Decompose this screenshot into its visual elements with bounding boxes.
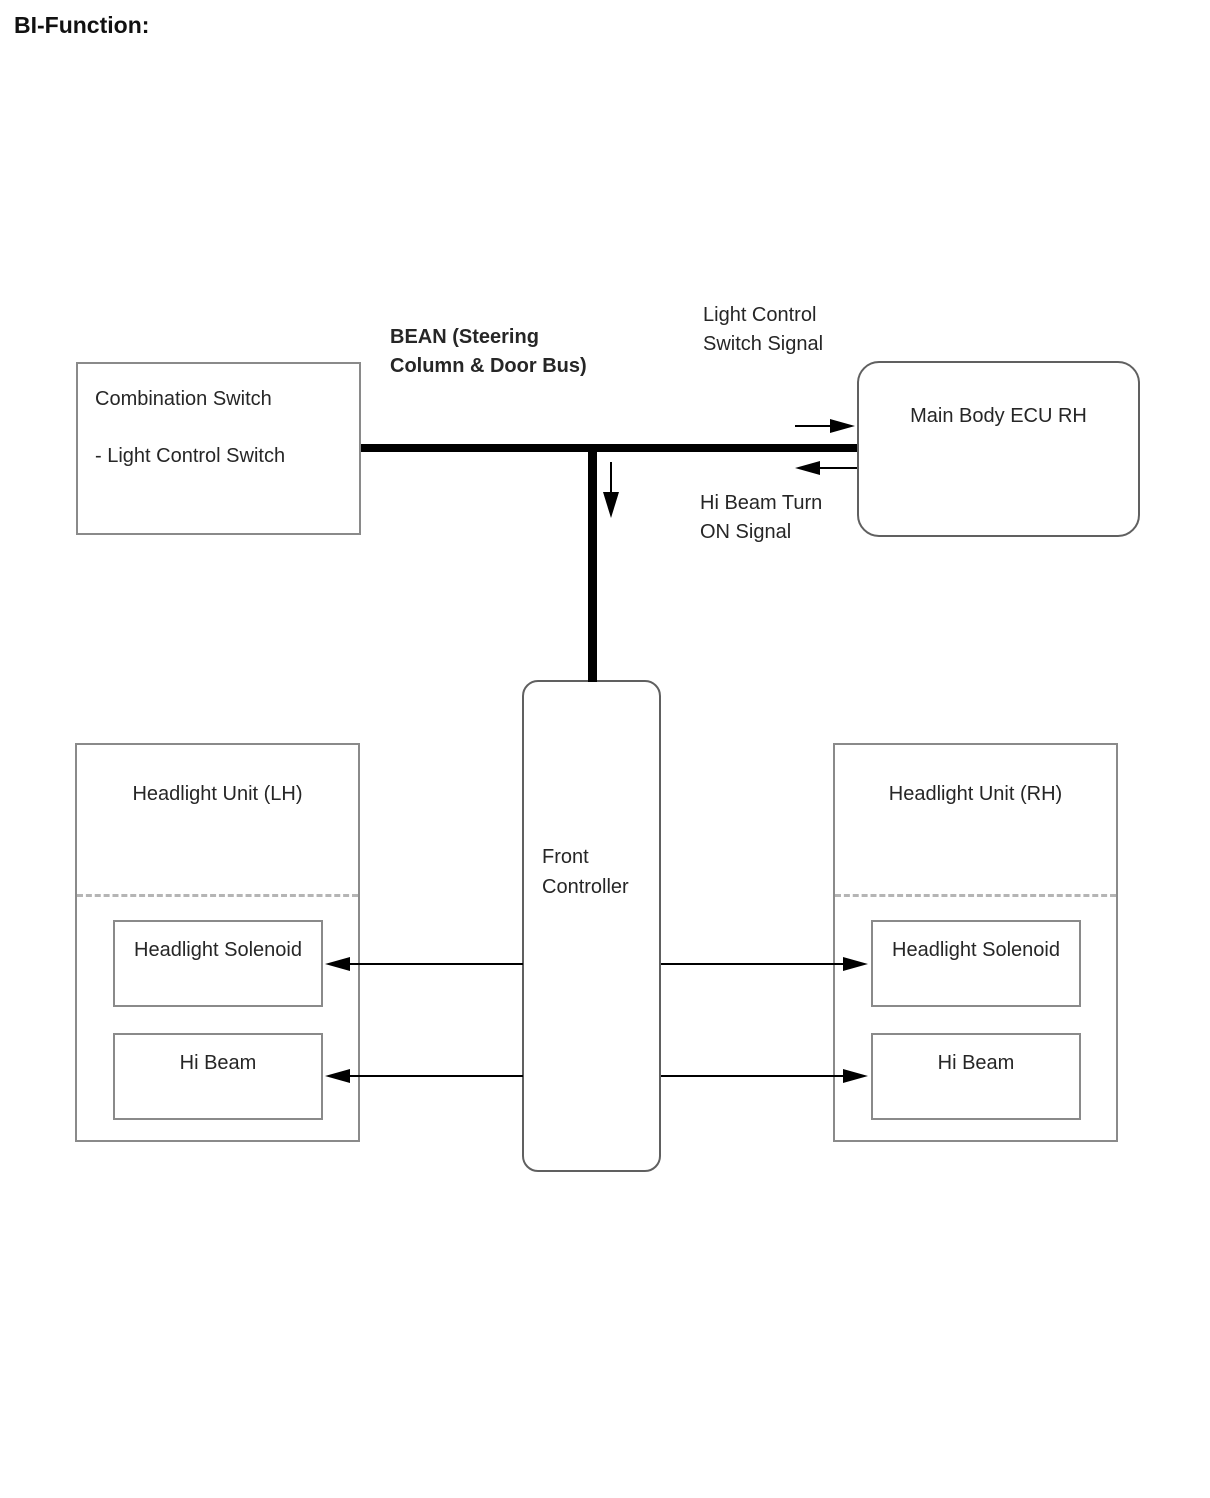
page-title: BI-Function:	[14, 12, 150, 38]
hi-beam-lh-label: Hi Beam	[179, 1052, 257, 1074]
headlight-unit-rh-divider	[835, 894, 1116, 897]
front-controller-label-line2: Controller	[542, 876, 629, 898]
solenoid-rh-arrow-head-icon	[843, 957, 868, 971]
headlight-solenoid-rh-label: Headlight Solenoid	[892, 939, 1060, 961]
light-control-switch-sublabel: - Light Control Switch	[95, 445, 286, 467]
front-controller-label: Front Controller	[542, 842, 629, 902]
solenoid-rh-arrow-line	[661, 963, 845, 965]
hi-beam-turn-on-label: Hi Beam Turn ON Signal	[700, 489, 822, 547]
main-body-ecu-box: Main Body ECU RH	[857, 361, 1140, 537]
combination-switch-box: Combination Switch - Light Control Switc…	[76, 362, 361, 535]
light-control-signal-label-line2: Switch Signal	[703, 333, 824, 355]
light-control-signal-arrow-head-icon	[830, 419, 855, 433]
hi-beam-rh-box: Hi Beam	[871, 1033, 1081, 1120]
bean-bus-label-line1: BEAN (Steering	[390, 326, 539, 348]
headlight-solenoid-rh-box: Headlight Solenoid	[871, 920, 1081, 1007]
front-controller-box: Front Controller	[522, 680, 661, 1172]
hi-beam-lh-box: Hi Beam	[113, 1033, 323, 1120]
bus-down-arrow-line	[610, 462, 612, 494]
headlight-unit-lh-title: Headlight Unit (LH)	[132, 783, 303, 805]
hi-beam-lh-arrow-line	[349, 1075, 523, 1077]
headlight-solenoid-lh-label: Headlight Solenoid	[134, 939, 302, 961]
solenoid-lh-arrow-head-icon	[325, 957, 350, 971]
hi-beam-rh-arrow-line	[661, 1075, 845, 1077]
bean-bus-vertical-line	[588, 444, 597, 682]
solenoid-lh-arrow-line	[349, 963, 523, 965]
hi-beam-rh-arrow-head-icon	[843, 1069, 868, 1083]
hi-beam-turn-on-label-line1: Hi Beam Turn	[700, 492, 823, 514]
bus-down-arrow-head-icon	[603, 492, 619, 518]
hi-beam-turn-on-label-line2: ON Signal	[700, 521, 792, 543]
headlight-unit-lh-box: Headlight Unit (LH) Headlight Solenoid H…	[75, 743, 360, 1142]
headlight-solenoid-lh-box: Headlight Solenoid	[113, 920, 323, 1007]
light-control-signal-label-line1: Light Control	[703, 304, 817, 326]
bean-bus-horizontal-line	[361, 444, 857, 452]
headlight-unit-lh-divider	[77, 894, 358, 897]
combination-switch-label: Combination Switch	[95, 388, 272, 410]
hi-beam-signal-arrow-line	[819, 467, 857, 469]
light-control-signal-label: Light Control Switch Signal	[703, 301, 823, 359]
hi-beam-signal-arrow-head-icon	[795, 461, 820, 475]
hi-beam-lh-arrow-head-icon	[325, 1069, 350, 1083]
hi-beam-rh-label: Hi Beam	[937, 1052, 1015, 1074]
light-control-signal-arrow-line	[795, 425, 832, 427]
main-body-ecu-label: Main Body ECU RH	[910, 405, 1087, 427]
headlight-unit-rh-title: Headlight Unit (RH)	[888, 783, 1063, 805]
headlight-unit-rh-box: Headlight Unit (RH) Headlight Solenoid H…	[833, 743, 1118, 1142]
bean-bus-label-line2: Column & Door Bus)	[390, 355, 587, 377]
front-controller-label-line1: Front	[542, 846, 589, 868]
bean-bus-label: BEAN (Steering Column & Door Bus)	[390, 323, 587, 381]
